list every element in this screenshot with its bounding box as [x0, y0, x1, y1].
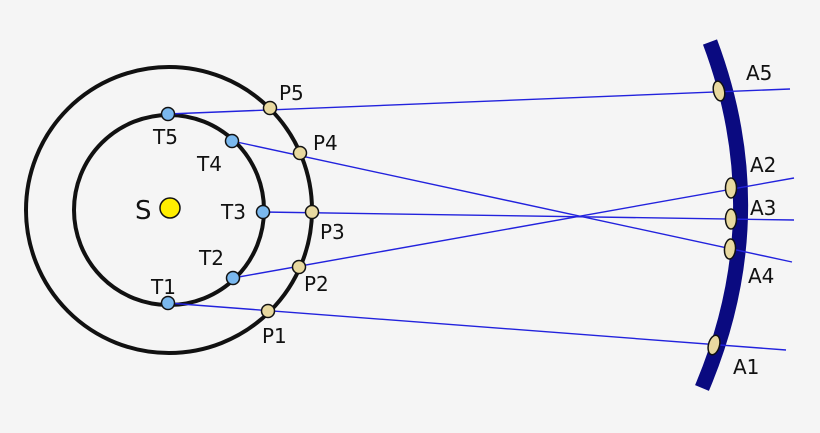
- earth-t2: [225, 270, 241, 286]
- planet-p3-label: P3: [320, 220, 345, 244]
- earth-t3: [255, 204, 271, 220]
- apparent-a2-label: A2: [750, 153, 776, 177]
- planet-p5: [262, 100, 278, 116]
- apparent-a4-label: A4: [748, 264, 774, 288]
- planet-p4: [292, 145, 308, 161]
- earth-t1: [160, 295, 176, 311]
- apparent-a5: [712, 80, 726, 102]
- planet-positions: P1 P2 P3 P4 P5: [260, 81, 345, 348]
- earth-t1-label: T1: [150, 275, 176, 299]
- apparent-a5-label: A5: [746, 61, 772, 85]
- planet-p3: [304, 204, 320, 220]
- apparent-a1: [707, 334, 721, 356]
- planet-p2: [291, 259, 307, 275]
- earth-t4: [224, 133, 240, 149]
- apparent-a3: [724, 208, 738, 230]
- sight-line-4: [231, 140, 793, 263]
- apparent-a2: [724, 177, 738, 199]
- sight-line-1: [167, 302, 787, 351]
- apparent-a3-label: A3: [750, 196, 776, 220]
- planet-p4-label: P4: [313, 131, 338, 155]
- earth-positions: T1 T2 T3 T4 T5: [150, 106, 271, 311]
- earth-t2-label: T2: [198, 246, 224, 270]
- planet-p1-label: P1: [262, 324, 287, 348]
- earth-t5: [160, 106, 176, 122]
- apparent-a1-label: A1: [733, 355, 759, 379]
- earth-t3-label: T3: [220, 200, 246, 224]
- sight-line-2: [232, 177, 795, 279]
- sun: [159, 197, 181, 219]
- planet-p1: [260, 303, 276, 319]
- sight-line-3: [262, 211, 795, 221]
- earth-t4-label: T4: [196, 152, 222, 176]
- planet-p2-label: P2: [304, 272, 329, 296]
- sun-label: S: [135, 196, 152, 226]
- apparent-a4: [723, 238, 737, 260]
- earth-t5-label: T5: [152, 125, 178, 149]
- apparent-positions: A5 A2 A3 A4 A1: [707, 61, 776, 379]
- planet-p5-label: P5: [279, 81, 304, 105]
